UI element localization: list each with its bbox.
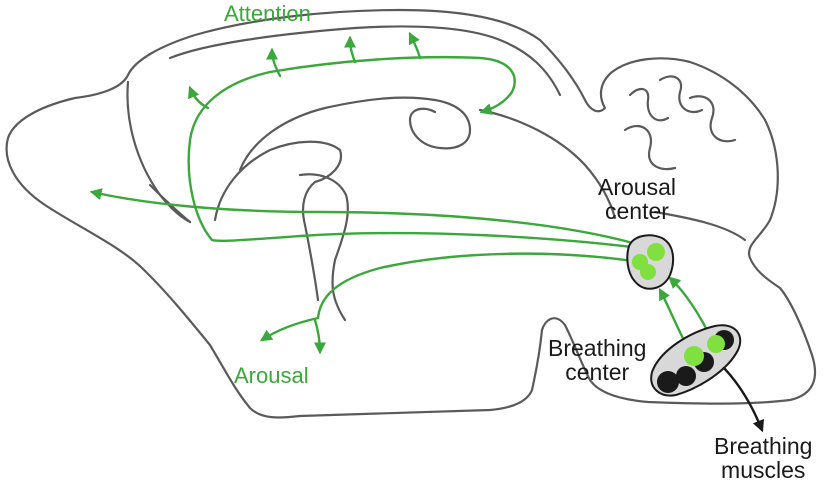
cerebellum-folia-4 xyxy=(623,124,677,171)
attention-branch-1 xyxy=(187,85,210,110)
cerebellum-folia-1 xyxy=(628,87,670,122)
attention-branch-4 xyxy=(408,31,422,60)
breathing-neuron-5 xyxy=(684,346,704,366)
pathway-to-forebrain xyxy=(260,252,642,342)
breathing-muscles-label: Breathing muscles xyxy=(714,433,813,484)
pathway-ascending xyxy=(187,55,642,250)
arousal-label: Arousal xyxy=(234,363,309,388)
pathway-to-breathing-muscles xyxy=(722,366,765,433)
attention-label: Attention xyxy=(224,1,311,26)
attention-branch-3 xyxy=(344,35,357,64)
arousal-neuron-1 xyxy=(647,243,665,261)
breathing-neuron-1 xyxy=(657,371,679,393)
cerebellum-folia-3 xyxy=(688,95,737,143)
arousal-neuron-3 xyxy=(640,264,656,280)
breathing-neuron-6 xyxy=(707,335,725,353)
ventricle-contour xyxy=(213,140,343,302)
cerebellum-folia-2 xyxy=(658,75,704,114)
attention-branch-2 xyxy=(266,47,282,78)
brain-outer-contour xyxy=(5,8,817,419)
arousal-center-label: Arousal center xyxy=(598,174,676,225)
pathway-to-frontal xyxy=(89,188,642,247)
breathing-center-region xyxy=(650,324,742,397)
cortex-inner-boundary xyxy=(126,80,192,224)
breathing-neuron-2 xyxy=(676,366,696,386)
arousal-branch-down xyxy=(313,318,326,355)
thalamus-contour xyxy=(298,173,349,322)
arousal-pathways xyxy=(89,31,714,355)
midbrain-contour xyxy=(478,108,617,220)
hippocampus xyxy=(238,96,472,172)
cortex-gyrus-line xyxy=(168,25,562,97)
arousal-center-region xyxy=(626,234,675,290)
cerebellum-lower-boundary xyxy=(653,210,747,242)
breathing-center-label: Breathing center xyxy=(548,335,647,386)
